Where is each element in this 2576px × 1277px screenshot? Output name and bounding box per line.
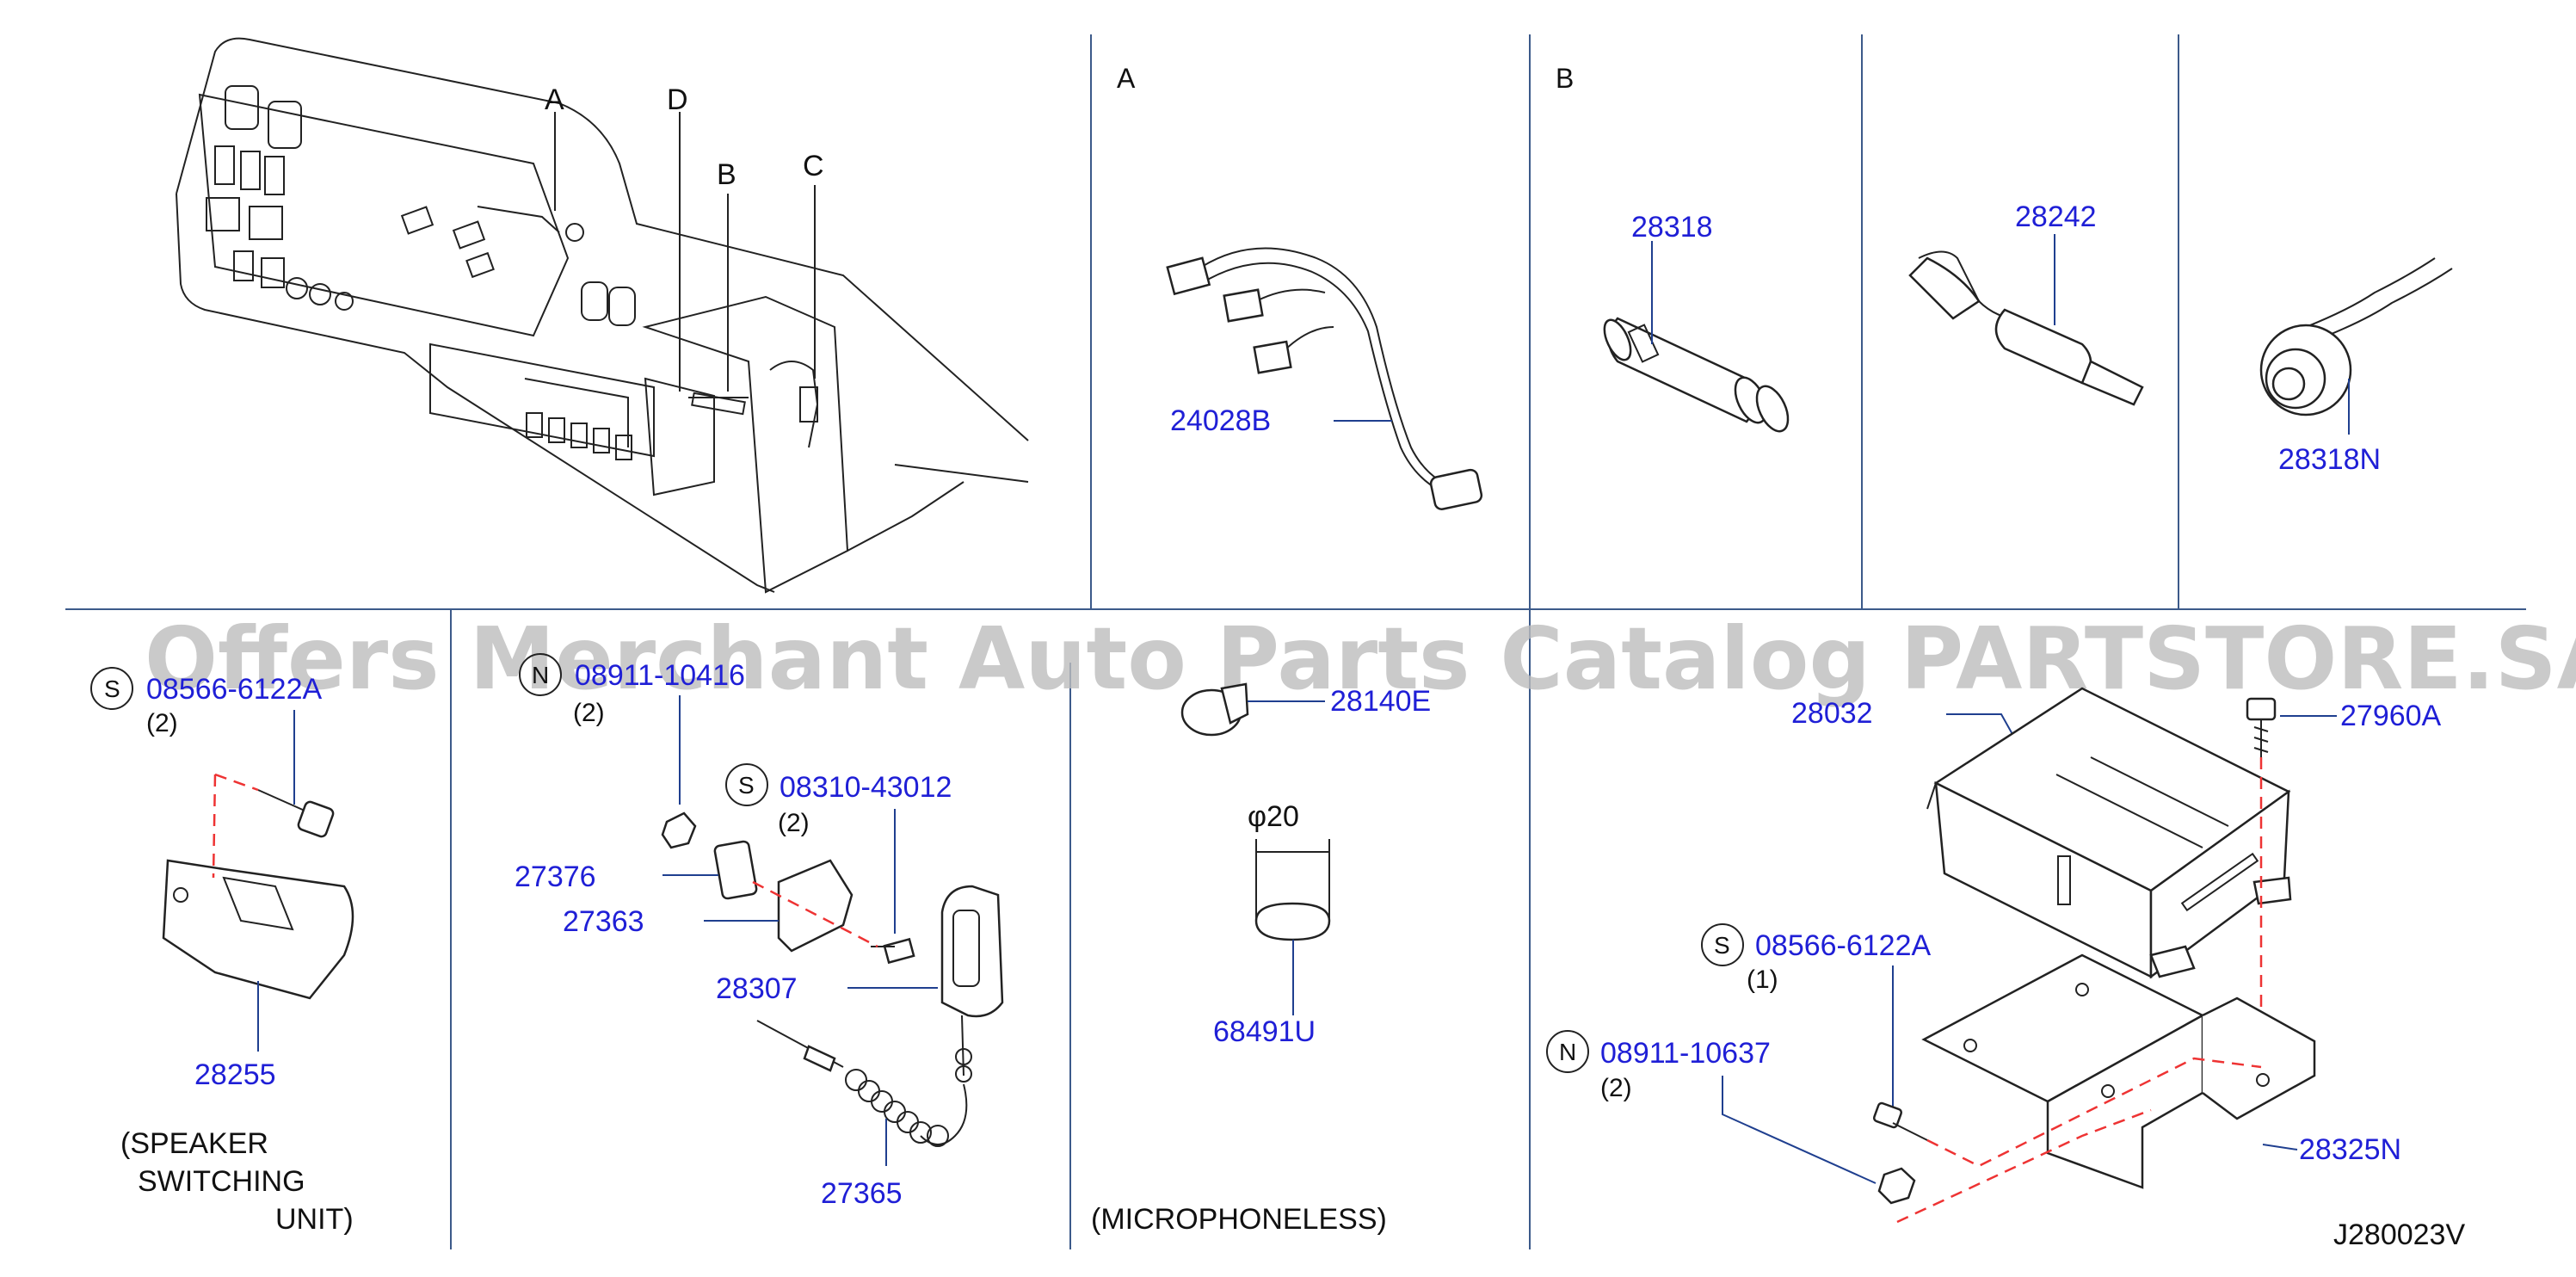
- standard-part-symbol-s: [90, 667, 133, 710]
- plug-68491U-illustration: [1254, 839, 1331, 941]
- part-number-08911-10416[interactable]: 08911-10416: [575, 659, 745, 692]
- instrument-panel-illustration: [176, 37, 1029, 594]
- radio-unit-28032-illustration: [1926, 687, 2292, 979]
- harness-24028B-illustration: [1166, 247, 1483, 510]
- section-label-c: C: [803, 150, 824, 182]
- quantity-08566-bottom: (1): [1747, 965, 1778, 994]
- microphone-illustration: [661, 811, 1004, 1147]
- part-number-27376[interactable]: 27376: [515, 861, 596, 893]
- screw-08566-6122A-illustration: [1872, 1101, 1928, 1141]
- part-number-28318N[interactable]: 28318N: [2278, 443, 2381, 476]
- section-label-d: D: [667, 83, 688, 116]
- harness-28242-illustration: [1908, 250, 2144, 406]
- part-number-28255[interactable]: 28255: [194, 1058, 276, 1091]
- part-number-08310-43012[interactable]: 08310-43012: [780, 771, 952, 804]
- diagram-code: J280023V: [2333, 1218, 2465, 1251]
- symbol-s-label: S: [104, 676, 120, 702]
- bracket-28325N-illustration: [1921, 953, 2316, 1189]
- quantity-08911-10416: (2): [573, 699, 605, 727]
- socket-28318-illustration: [1603, 317, 1790, 433]
- symbol-s-circle-mid: [725, 763, 768, 806]
- part-number-27363[interactable]: 27363: [563, 905, 644, 938]
- symbol-s-label-bottom: S: [1714, 932, 1730, 959]
- quantity-08310-43012: (2): [778, 809, 810, 837]
- part-number-28032[interactable]: 28032: [1791, 697, 1873, 730]
- panel-label-a: A: [1117, 63, 1136, 94]
- panel-label-b: B: [1556, 63, 1574, 94]
- socket-28318N-illustration: [2259, 257, 2453, 416]
- dimension-phi20: φ20: [1248, 800, 1299, 833]
- symbol-n-label-top: N: [532, 662, 549, 688]
- nut-08911-10637-illustration: [1877, 1167, 1916, 1205]
- part-number-28242[interactable]: 28242: [2015, 200, 2097, 233]
- part-number-08566-6122A-bottom[interactable]: 08566-6122A: [1755, 929, 1932, 962]
- note-speaker-line1: (SPEAKER: [120, 1127, 268, 1160]
- bolt-27960A-illustration: [2246, 697, 2277, 757]
- note-speaker-line2: SWITCHING: [138, 1165, 305, 1198]
- symbol-n-circle-top: [519, 653, 562, 696]
- section-label-a: A: [545, 83, 564, 116]
- part-number-27960A[interactable]: 27960A: [2340, 700, 2442, 732]
- panel-dividers: [65, 34, 2526, 1249]
- part-number-28318[interactable]: 28318: [1631, 211, 1713, 244]
- symbol-n-circle-bottom: [1546, 1030, 1589, 1073]
- symbol-s-label-mid: S: [738, 772, 755, 799]
- symbol-n-label-bottom: N: [1559, 1039, 1576, 1065]
- part-number-28140E[interactable]: 28140E: [1330, 685, 1431, 718]
- part-number-68491U[interactable]: 68491U: [1213, 1015, 1316, 1048]
- section-label-b: B: [717, 158, 736, 191]
- part-number-27365[interactable]: 27365: [821, 1177, 903, 1210]
- part-number-28325N[interactable]: 28325N: [2299, 1133, 2401, 1166]
- part-number-24028B[interactable]: 24028B: [1170, 404, 1271, 437]
- part-number-08911-10637[interactable]: 08911-10637: [1600, 1037, 1771, 1070]
- symbol-s-circle-bottom: [1701, 923, 1744, 966]
- note-microphoneless: (MICROPHONELESS): [1091, 1203, 1387, 1236]
- note-speaker-line3: UNIT): [275, 1203, 354, 1236]
- quantity-08911-10637: (2): [1600, 1074, 1632, 1102]
- grommet-28140E-illustration: [1180, 682, 1249, 737]
- part-number-28307[interactable]: 28307: [716, 972, 798, 1005]
- part-number-08566-6122A-top[interactable]: 08566-6122A: [146, 673, 323, 706]
- quantity-08566-top: (2): [146, 709, 178, 737]
- speaker-switching-unit-illustration: [162, 789, 354, 1000]
